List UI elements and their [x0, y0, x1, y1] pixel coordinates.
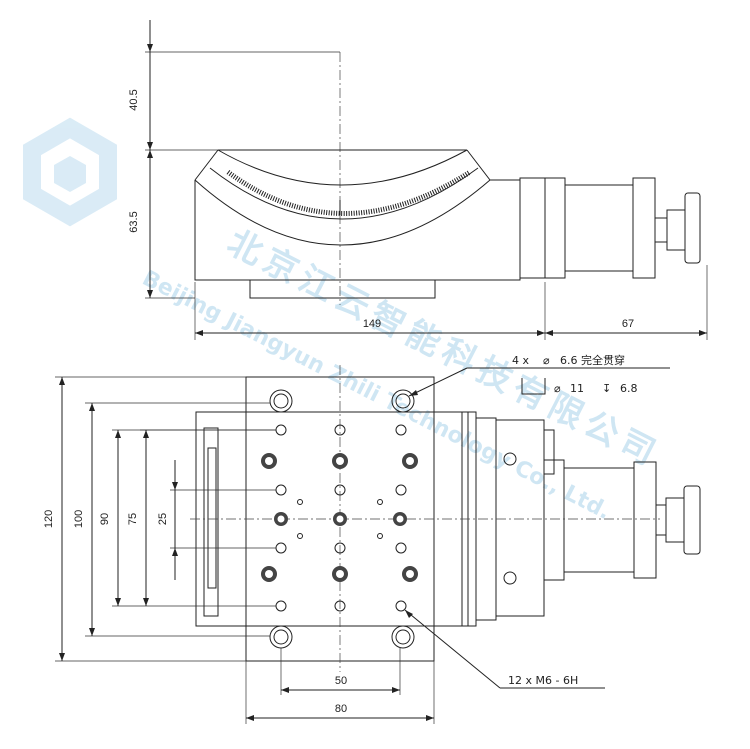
note-through-holes: 4 x ⌀ 6.6 完全贯穿 ⌀ 11 ↧ 6.8	[408, 353, 670, 397]
dim-hole-span-25: 25	[157, 513, 169, 525]
mounting-hole	[269, 389, 293, 413]
mounting-hole	[391, 389, 415, 413]
depth-symbol: ↧	[602, 382, 611, 395]
dim-bottom-span-50: 50	[335, 675, 347, 687]
side-view: 40.5 63.5 149 67	[128, 20, 708, 340]
bolts	[261, 453, 418, 582]
dim-height-lower: 63.5	[128, 211, 140, 232]
mounting-hole	[269, 625, 293, 649]
plan-view: 120 100 90 75 25 50 80 4 x ⌀ 6.6 完全贯穿	[43, 353, 701, 724]
dim-bottom-span-80: 80	[335, 703, 347, 715]
dim-overall-height: 120	[43, 510, 55, 528]
note-counterbore-dia: 11	[570, 382, 584, 395]
watermark-logo-icon	[23, 117, 117, 227]
diameter-symbol: ⌀	[554, 382, 561, 395]
dim-rail-span: 100	[73, 510, 85, 528]
mounting-hole	[391, 625, 415, 649]
dim-width-motor: 67	[622, 318, 634, 330]
note-tapped-holes: 12 x M6 - 6H	[404, 609, 605, 689]
bottom-dimensions: 50 80	[245, 648, 435, 724]
dim-height-top: 40.5	[128, 89, 140, 110]
note-counterbore-depth: 6.8	[620, 382, 638, 395]
dim-width-body: 149	[363, 318, 381, 330]
note-thru-dia: 6.6 完全贯穿	[560, 353, 625, 367]
watermark: 北京江云智能科技有限公司 Beijing Jiangyun Zhili Tech…	[23, 117, 667, 525]
note-tapped-text: 12 x M6 - 6H	[508, 674, 578, 687]
diameter-symbol: ⌀	[543, 354, 550, 367]
dim-hole-span-75: 75	[127, 513, 139, 525]
dim-hole-span-90: 90	[99, 513, 111, 525]
note-thru-prefix: 4 x	[512, 354, 529, 367]
left-dimensions: 120 100 90 75 25	[43, 376, 276, 662]
